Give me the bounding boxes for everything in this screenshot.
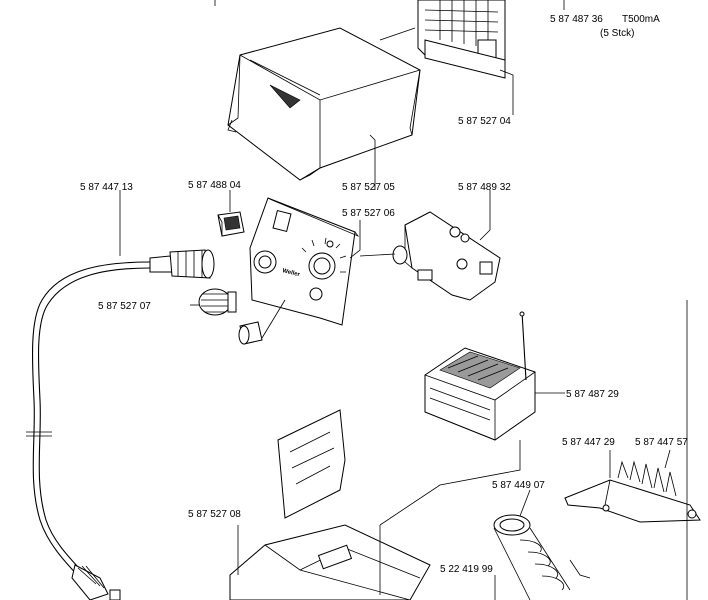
label-pcb: 5 87 489 32 xyxy=(458,182,511,193)
housing-top-drawing xyxy=(227,27,421,181)
label-fuse-number: 5 87 487 36 xyxy=(550,14,603,25)
label-funnel: 5 87 449 07 xyxy=(492,480,545,491)
label-transformer: 5 87 487 29 xyxy=(566,389,619,400)
label-fuse-qty: (5 Stck) xyxy=(600,28,634,39)
label-holder-spring: 5 87 447 57 xyxy=(635,437,688,448)
funnel-drawing xyxy=(493,514,591,600)
cable-drawing xyxy=(26,249,215,600)
label-base: 5 87 527 08 xyxy=(188,509,241,520)
label-switch: 5 87 488 04 xyxy=(188,180,241,191)
switch-drawing xyxy=(217,211,245,237)
front-panel-drawing: Weller xyxy=(249,197,360,326)
fuse-holder-drawing xyxy=(417,0,506,79)
pcb-drawing xyxy=(359,211,501,301)
knob-drawing xyxy=(198,288,263,345)
label-sponge: 5 22 419 99 xyxy=(440,564,493,575)
base-drawing xyxy=(229,409,431,600)
label-housing-top: 5 87 527 05 xyxy=(342,182,395,193)
label-cover: 5 87 527 04 xyxy=(458,116,511,127)
label-front-panel: 5 87 527 06 xyxy=(342,208,395,219)
label-cable: 5 87 447 13 xyxy=(80,182,133,193)
panel-brand: Weller xyxy=(282,268,301,278)
label-knob: 5 87 527 07 xyxy=(98,301,151,312)
holder-drawing xyxy=(564,460,701,523)
label-holder-clip: 5 87 447 29 xyxy=(562,437,615,448)
label-fuse-rating: T500mA xyxy=(622,14,660,25)
transformer-drawing xyxy=(424,311,536,441)
